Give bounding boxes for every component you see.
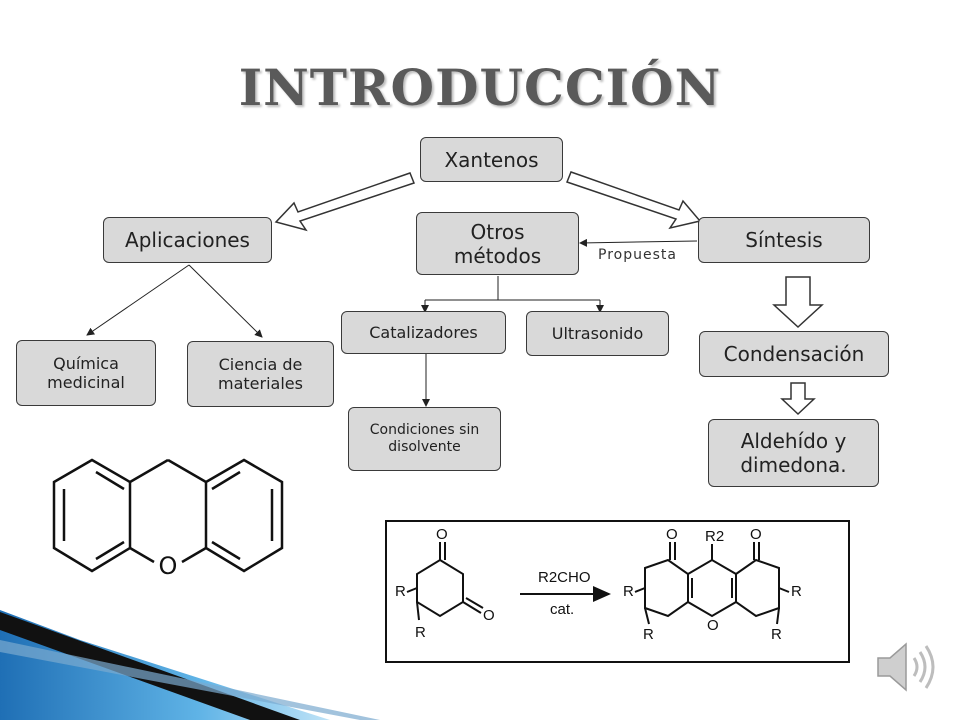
scheme-conditions: cat. bbox=[550, 601, 574, 618]
node-xantenos: Xantenos bbox=[420, 137, 563, 182]
scheme-dimedone-oxygen-top: O bbox=[436, 526, 448, 543]
edge-label-propuesta: Propuesta bbox=[598, 247, 677, 263]
xanthene-structure bbox=[52, 458, 284, 573]
scheme-dimedone-r-bottom: R bbox=[415, 624, 426, 641]
node-otros-metodos: Otros métodos bbox=[416, 212, 579, 275]
node-aldehido: Aldehído y dimedona. bbox=[708, 419, 879, 487]
arrow-sintesis-condensacion bbox=[772, 276, 824, 329]
node-catalizadores: Catalizadores bbox=[341, 311, 506, 354]
scheme-product-oxygen-right: O bbox=[750, 526, 762, 543]
reaction-scheme: O O R R R2CHO cat. O R2 O O R R R R bbox=[385, 520, 850, 663]
reaction-scheme-drawing: O O R R R2CHO cat. O R2 O O R R R R bbox=[395, 526, 802, 643]
arrow-condensacion-aldehido bbox=[780, 382, 816, 416]
speaker-icon[interactable] bbox=[870, 632, 940, 702]
node-ultrasonido: Ultrasonido bbox=[526, 311, 669, 356]
node-ciencia-materiales: Ciencia de materiales bbox=[187, 341, 334, 407]
scheme-dimedone-r-left: R bbox=[395, 583, 406, 600]
scheme-product-oxygen-left: O bbox=[666, 526, 678, 543]
arrow-xantenos-aplicaciones bbox=[274, 172, 415, 232]
scheme-product-r-bottom-right: R bbox=[771, 626, 782, 643]
node-quimica-medicinal: Química medicinal bbox=[16, 340, 156, 406]
node-sintesis: Síntesis bbox=[698, 217, 870, 263]
xanthene-oxygen-label: O bbox=[158, 552, 178, 580]
scheme-product-r2: R2 bbox=[705, 528, 724, 545]
scheme-product-r-left: R bbox=[623, 583, 634, 600]
arrow-aplicaciones-ciencia bbox=[188, 264, 263, 338]
scheme-product-r-bottom-left: R bbox=[643, 626, 654, 643]
scheme-product-r-right: R bbox=[791, 583, 802, 600]
node-condiciones: Condiciones sin disolvente bbox=[348, 407, 501, 471]
bracket-otros-metodos bbox=[424, 276, 601, 310]
node-aplicaciones: Aplicaciones bbox=[103, 217, 272, 263]
scheme-reagent: R2CHO bbox=[538, 569, 591, 586]
arrow-aplicaciones-quimica bbox=[86, 264, 190, 336]
page-title: INTRODUCCIÓN bbox=[238, 58, 722, 117]
node-condensacion: Condensación bbox=[699, 331, 889, 377]
arrow-propuesta bbox=[579, 238, 698, 247]
scheme-product-ring-oxygen: O bbox=[707, 617, 719, 634]
scheme-dimedone-oxygen-bottom: O bbox=[483, 607, 495, 624]
arrow-xantenos-sintesis bbox=[566, 171, 702, 230]
